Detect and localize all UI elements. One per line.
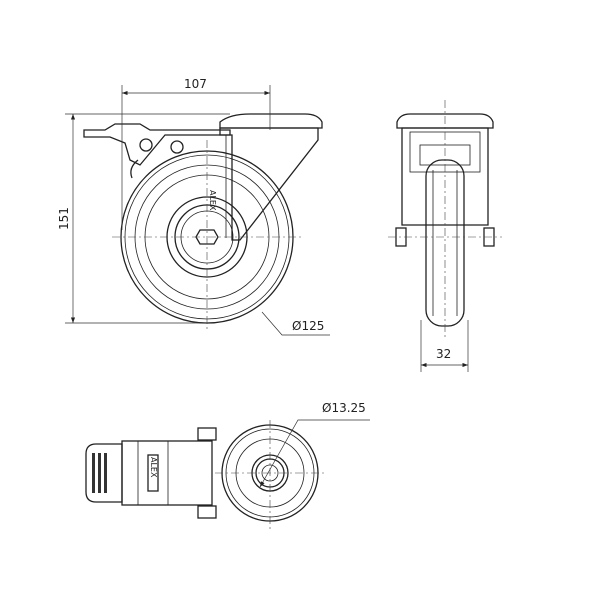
logo-text: ALEX: [208, 190, 217, 211]
dim-32-label: 32: [436, 347, 451, 361]
dim-107-label: 107: [184, 77, 207, 91]
dim-13-25-label: Ø13.25: [322, 401, 366, 415]
dim-151-label: 151: [57, 207, 71, 230]
side-view: ALEX 107 151 Ø125: [57, 77, 330, 336]
dim-125-label: Ø125: [292, 319, 324, 333]
top-view: ALEX Ø13.25: [85, 401, 370, 530]
brake-lever: [83, 123, 231, 179]
front-view: 32: [388, 100, 502, 372]
top-logo-text: ALEX: [149, 457, 158, 478]
